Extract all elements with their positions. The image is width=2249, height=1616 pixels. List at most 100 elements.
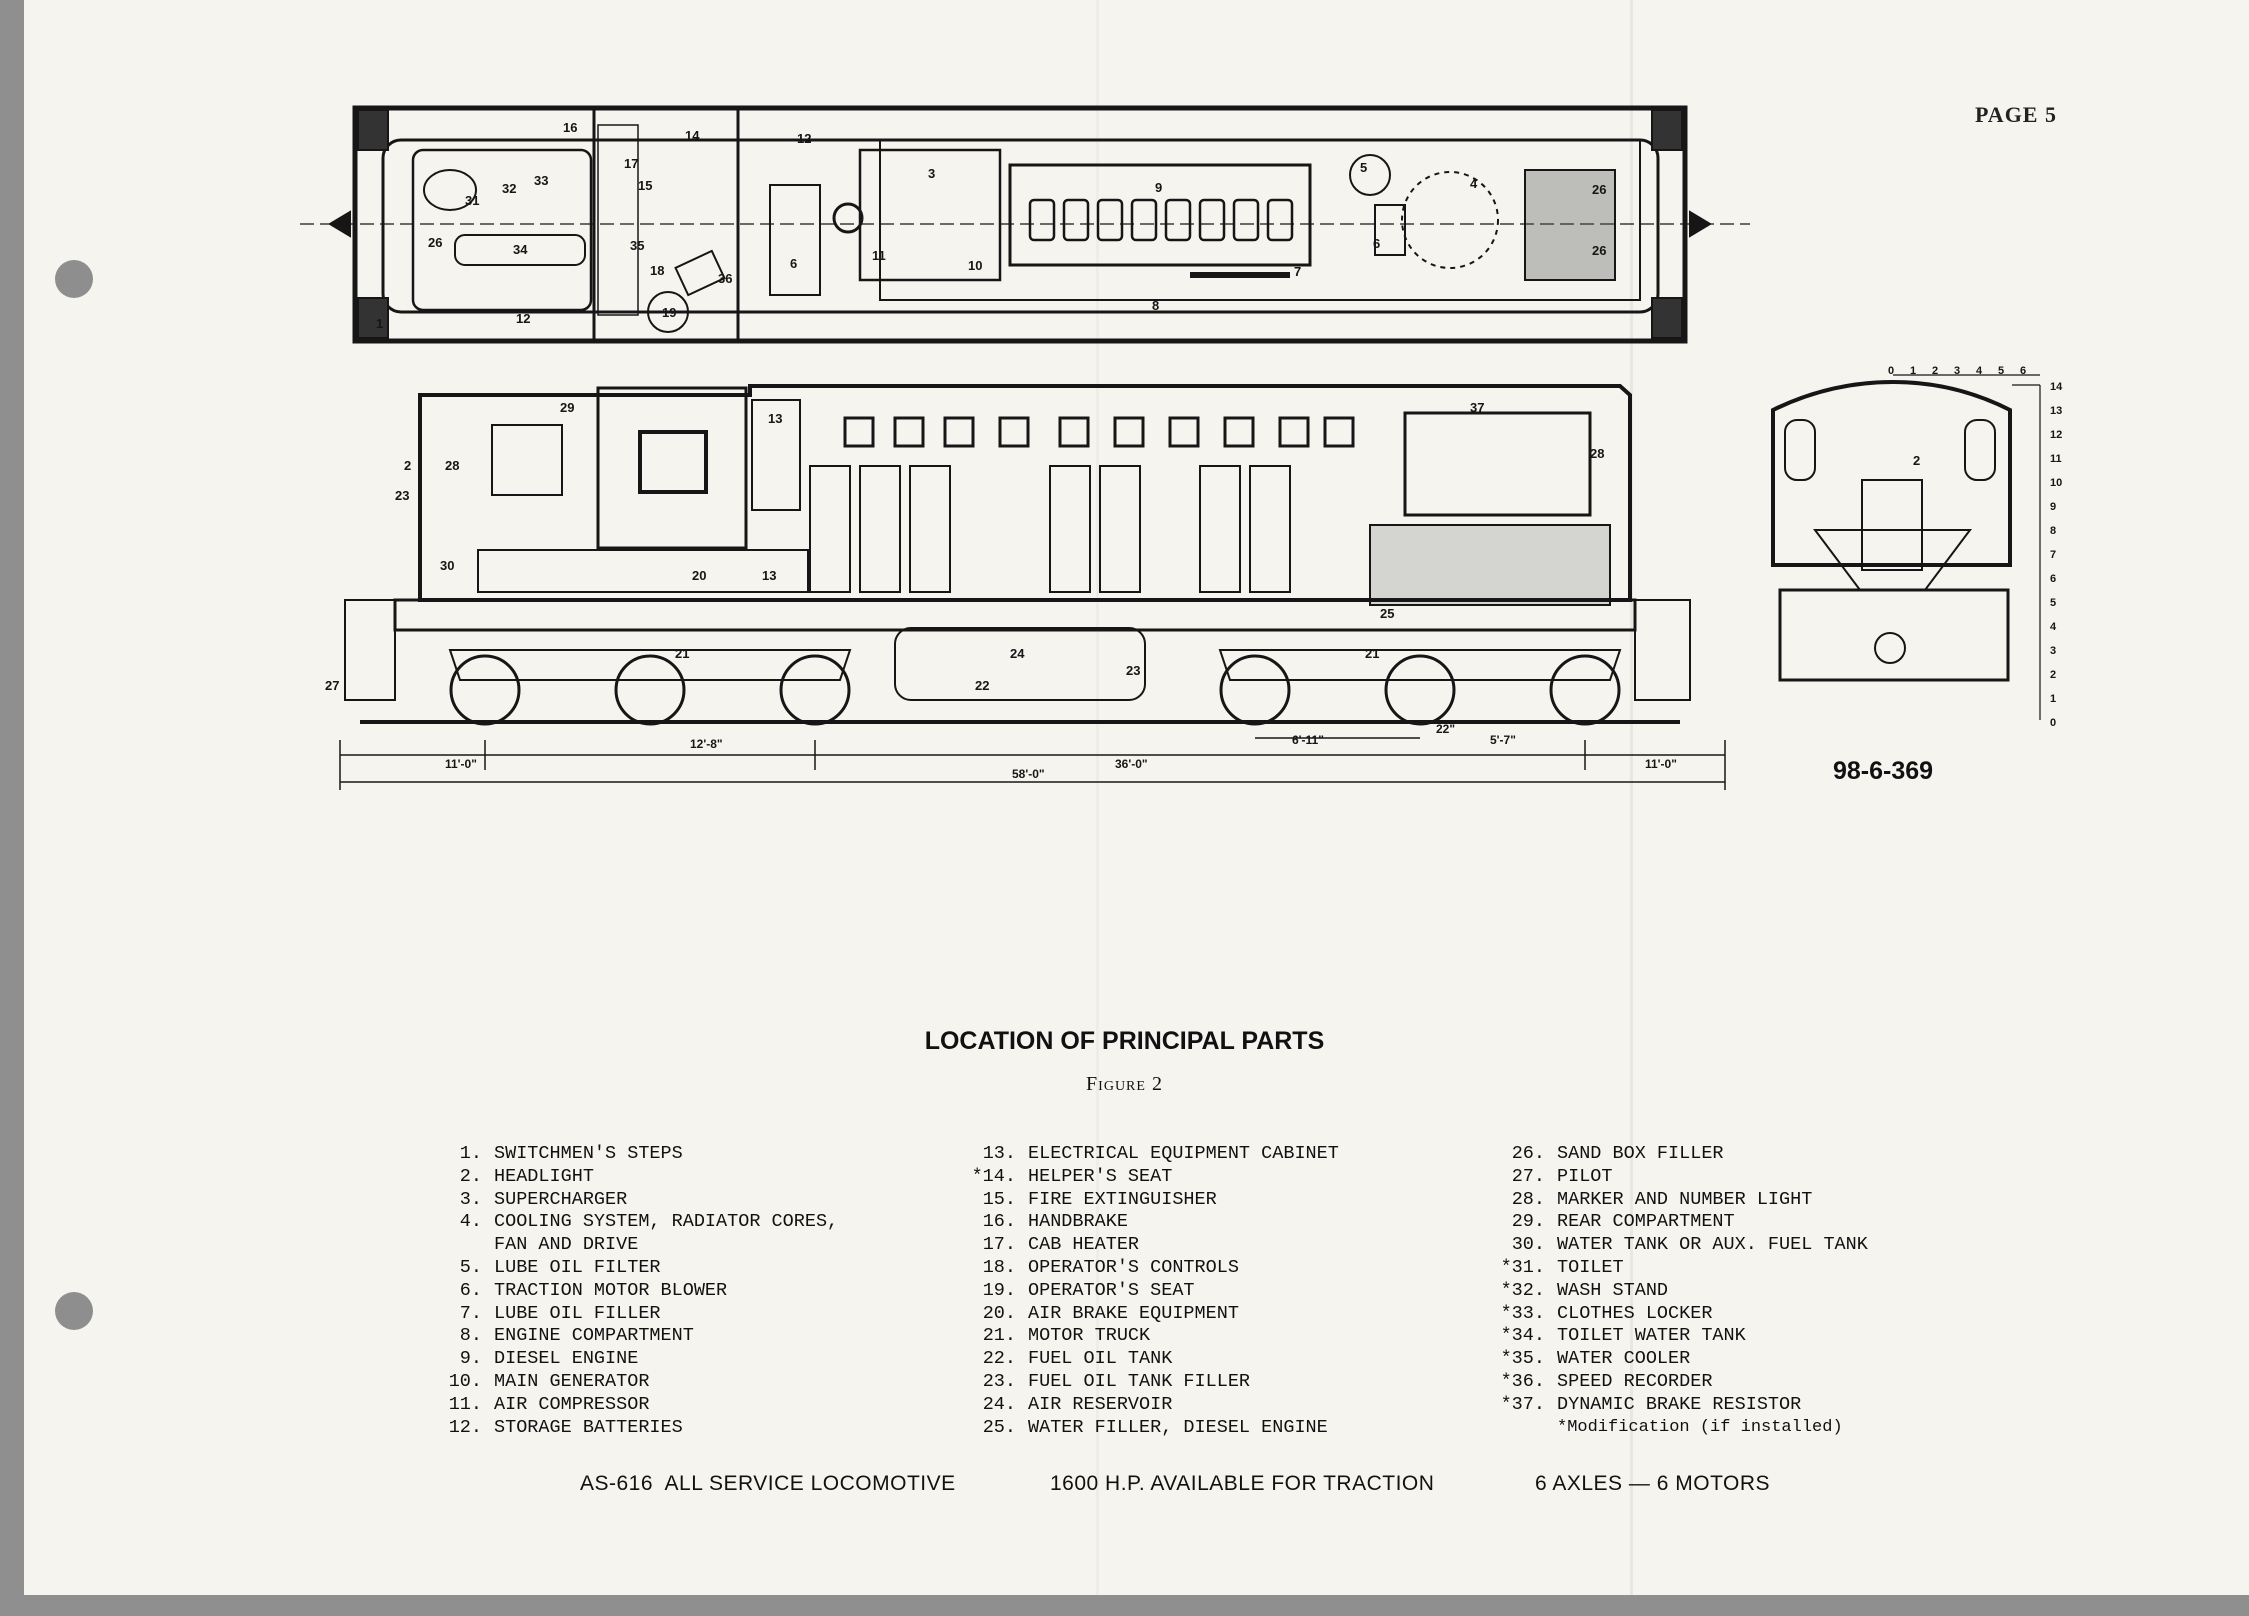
svg-text:2: 2 xyxy=(1913,453,1920,468)
legend-column-3: 26.SAND BOX FILLER 27.PILOT 28.MARKER AN… xyxy=(1491,1143,1868,1439)
svg-text:19: 19 xyxy=(662,305,676,320)
svg-text:23: 23 xyxy=(1126,663,1140,678)
svg-text:6'-11": 6'-11" xyxy=(1292,733,1324,747)
svg-text:12: 12 xyxy=(797,131,811,146)
svg-text:31: 31 xyxy=(465,193,479,208)
legend-item: *32.WASH STAND xyxy=(1500,1279,1669,1301)
svg-text:16: 16 xyxy=(563,120,577,135)
svg-text:29: 29 xyxy=(560,400,574,415)
legend-item: 18.OPERATOR'S CONTROLS xyxy=(982,1256,1239,1278)
svg-text:18: 18 xyxy=(650,263,664,278)
fold-crease xyxy=(1096,0,1099,1595)
binder-hole xyxy=(55,1292,93,1330)
legend-item: 22.FUEL OIL TANK xyxy=(982,1348,1173,1370)
svg-text:33: 33 xyxy=(534,173,548,188)
svg-text:17: 17 xyxy=(624,156,638,171)
svg-text:14: 14 xyxy=(2050,381,2063,393)
legend-item: *36.SPEED RECORDER xyxy=(1500,1370,1713,1392)
svg-text:11'-0": 11'-0" xyxy=(445,757,477,771)
svg-text:1: 1 xyxy=(1910,365,1916,377)
footer-model: AS-616 ALL SERVICE LOCOMOTIVE xyxy=(580,1472,956,1495)
legend-item: *31.TOILET xyxy=(1500,1256,1624,1278)
svg-text:3: 3 xyxy=(928,166,935,181)
svg-text:34: 34 xyxy=(513,242,528,257)
svg-text:25: 25 xyxy=(1380,606,1394,621)
end-view xyxy=(1771,374,2041,720)
svg-text:36: 36 xyxy=(718,271,732,286)
svg-text:21: 21 xyxy=(675,646,689,661)
elevation-callouts: 29 13 37 28 2 28 23 30 20 13 21 24 21 25… xyxy=(325,400,1920,693)
legend-item: 30.WATER TANK OR AUX. FUEL TANK xyxy=(1511,1234,1868,1256)
legend-item: 26.SAND BOX FILLER xyxy=(1511,1143,1724,1164)
svg-text:28: 28 xyxy=(445,458,459,473)
svg-text:3: 3 xyxy=(1954,365,1960,377)
legend-item: 21.MOTOR TRUCK xyxy=(982,1325,1151,1347)
figure-subtitle: Figure 2 xyxy=(1086,1073,1163,1095)
svg-text:13: 13 xyxy=(762,568,776,583)
svg-text:10: 10 xyxy=(968,258,982,273)
legend-item: 2.HEADLIGHT xyxy=(459,1165,594,1187)
svg-text:0: 0 xyxy=(2050,717,2056,729)
legend-item: 1.SWITCHMEN'S STEPS xyxy=(459,1143,683,1164)
svg-text:3: 3 xyxy=(2050,645,2056,657)
svg-text:22": 22" xyxy=(1436,722,1455,736)
svg-text:2: 2 xyxy=(1932,365,1938,377)
legend-item: 28.MARKER AND NUMBER LIGHT xyxy=(1511,1188,1813,1210)
legend-item: 11.AIR COMPRESSOR xyxy=(448,1393,650,1415)
svg-text:6: 6 xyxy=(1373,236,1380,251)
svg-text:21: 21 xyxy=(1365,646,1379,661)
svg-text:24: 24 xyxy=(1010,646,1025,661)
svg-text:27: 27 xyxy=(325,678,339,693)
svg-text:12: 12 xyxy=(2050,429,2062,441)
legend-item: *33.CLOTHES LOCKER xyxy=(1500,1302,1713,1324)
plan-view xyxy=(300,105,1750,344)
figure-id: 98-6-369 xyxy=(1833,757,1934,785)
svg-text:30: 30 xyxy=(440,558,454,573)
legend-item: 8.ENGINE COMPARTMENT xyxy=(459,1325,694,1347)
svg-text:20: 20 xyxy=(692,568,706,583)
legend-column-1: 1.SWITCHMEN'S STEPS 2.HEADLIGHT 3.SUPERC… xyxy=(428,1143,838,1439)
svg-text:14: 14 xyxy=(685,128,700,143)
svg-text:9: 9 xyxy=(2050,501,2056,513)
legend-item: 10.MAIN GENERATOR xyxy=(448,1370,650,1392)
legend-item: 5.LUBE OIL FILTER xyxy=(459,1256,661,1278)
svg-text:10: 10 xyxy=(2050,477,2062,489)
legend-item: 7.LUBE OIL FILLER xyxy=(459,1302,661,1324)
svg-text:5: 5 xyxy=(2050,597,2056,609)
svg-text:36'-0": 36'-0" xyxy=(1115,757,1148,771)
legend-item: 27.PILOT xyxy=(1511,1165,1613,1187)
svg-text:4: 4 xyxy=(1976,365,1983,377)
fold-crease xyxy=(1630,0,1633,1595)
end-view-scale: 0 1 2 3 4 5 6 14 13 12 11 10 9 8 7 6 5 4… xyxy=(1888,365,2063,729)
legend-item: 24.AIR RESERVOIR xyxy=(982,1393,1173,1415)
svg-text:2: 2 xyxy=(404,458,411,473)
svg-text:23: 23 xyxy=(395,488,409,503)
svg-text:6: 6 xyxy=(2050,573,2056,585)
footer-power: 1600 H.P. AVAILABLE FOR TRACTION xyxy=(1050,1472,1435,1495)
svg-text:26: 26 xyxy=(1592,243,1606,258)
svg-text:1: 1 xyxy=(2050,693,2056,705)
svg-text:4: 4 xyxy=(1470,176,1478,191)
svg-text:37: 37 xyxy=(1470,400,1484,415)
legend-item: 25.WATER FILLER, DIESEL ENGINE xyxy=(982,1416,1328,1438)
svg-text:22: 22 xyxy=(975,678,989,693)
side-elevation xyxy=(339,384,1726,790)
svg-text:32: 32 xyxy=(502,181,516,196)
legend-item: 12.STORAGE BATTERIES xyxy=(448,1416,683,1438)
svg-text:26: 26 xyxy=(1592,182,1606,197)
svg-text:8: 8 xyxy=(1152,298,1159,313)
svg-text:7: 7 xyxy=(1294,264,1301,279)
footer-axles: 6 AXLES — 6 MOTORS xyxy=(1535,1472,1771,1495)
legend-item: 13.ELECTRICAL EQUIPMENT CABINET xyxy=(982,1143,1339,1164)
legend-item: 17.CAB HEATER xyxy=(982,1234,1140,1256)
svg-text:58'-0": 58'-0" xyxy=(1012,767,1045,781)
legend-item: 23.FUEL OIL TANK FILLER xyxy=(982,1370,1251,1392)
legend-item: 6.TRACTION MOTOR BLOWER xyxy=(459,1279,728,1301)
page-number: PAGE 5 xyxy=(1975,102,2057,127)
legend-item: 20.AIR BRAKE EQUIPMENT xyxy=(982,1302,1239,1324)
legend-item: *35.WATER COOLER xyxy=(1500,1348,1691,1370)
legend-item: *37.DYNAMIC BRAKE RESISTOR xyxy=(1500,1393,1802,1415)
svg-text:35: 35 xyxy=(630,238,644,253)
svg-text:0: 0 xyxy=(1888,365,1894,377)
